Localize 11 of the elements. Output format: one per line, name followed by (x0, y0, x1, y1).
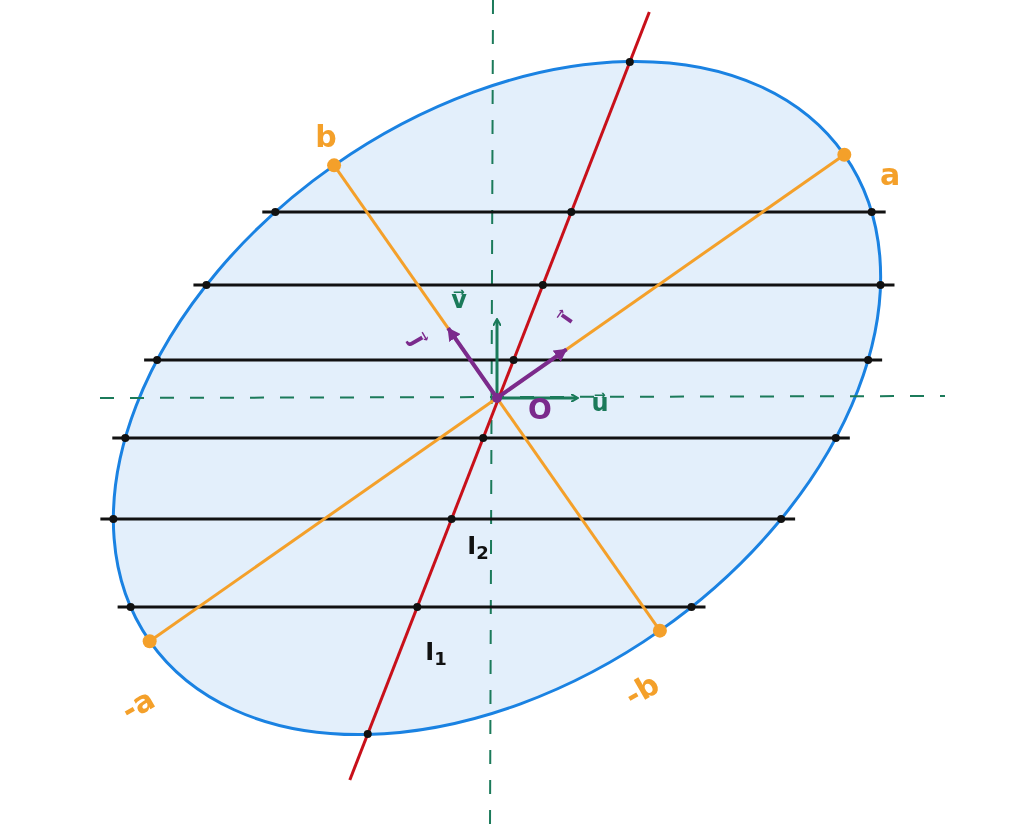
math-label: -a (116, 683, 160, 727)
math-label: j⃗ (406, 331, 430, 349)
math-label: a (879, 160, 901, 190)
math-label: u⃗ (591, 391, 609, 415)
math-label: b (315, 122, 337, 152)
math-label: O (528, 396, 552, 424)
math-label: I$_{2}$ (467, 534, 489, 558)
math-label: v⃗ (451, 288, 467, 312)
math-label: -b (619, 668, 665, 712)
math-label: i⃗ (554, 308, 578, 328)
math-label: I$_{1}$ (425, 640, 447, 664)
